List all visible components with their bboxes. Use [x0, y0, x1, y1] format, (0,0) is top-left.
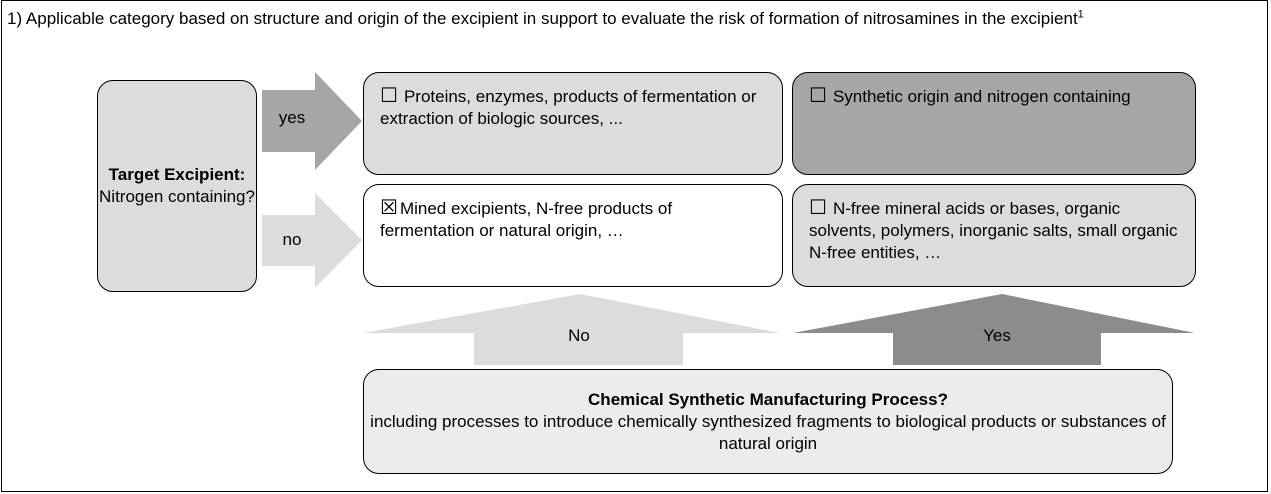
yes-arrow: [262, 72, 362, 170]
option-mined: ☒Mined excipients, N-free products of fe…: [363, 184, 783, 287]
yes-up-label: Yes: [983, 326, 1011, 345]
no-arrow: [262, 193, 362, 288]
target-excipient-box: Target Excipient: Nitrogen containing?: [97, 80, 257, 292]
yes-up-arrow: [793, 294, 1195, 365]
checkbox-mined[interactable]: ☒: [380, 197, 398, 219]
checkbox-synthetic[interactable]: ☐: [809, 85, 827, 107]
option-nfree-text: N-free mineral acids or bases, organic s…: [809, 199, 1178, 262]
option-synthetic: ☐ Synthetic origin and nitrogen containin…: [792, 72, 1196, 175]
option-nfree: ☐N-free mineral acids or bases, organic …: [792, 184, 1196, 287]
no-label: no: [282, 230, 302, 249]
checkbox-biologic[interactable]: ☐: [380, 85, 398, 107]
no-up-arrow: [363, 294, 780, 365]
footnote-marker: 1: [1077, 8, 1084, 21]
diagram-heading: 1) Applicable category based on structur…: [7, 7, 1247, 30]
target-question: Nitrogen containing?: [99, 187, 255, 206]
no-up-label: No: [568, 326, 590, 345]
target-title: Target Excipient:: [108, 165, 246, 184]
process-title: Chemical Synthetic Manufacturing Process…: [588, 389, 948, 409]
option-biologic-text: Proteins, enzymes, products of fermentat…: [380, 87, 757, 128]
option-biologic: ☐Proteins, enzymes, products of fermenta…: [363, 72, 783, 175]
process-description: including processes to introduce chemica…: [370, 411, 1166, 453]
checkbox-nfree[interactable]: ☐: [809, 197, 827, 219]
process-box: Chemical Synthetic Manufacturing Process…: [363, 369, 1173, 474]
option-synthetic-text: Synthetic origin and nitrogen containing: [832, 87, 1131, 106]
heading-text: 1) Applicable category based on structur…: [7, 9, 1078, 28]
yes-label: yes: [278, 108, 306, 127]
option-mined-text: Mined excipients, N-free products of fer…: [380, 199, 673, 240]
